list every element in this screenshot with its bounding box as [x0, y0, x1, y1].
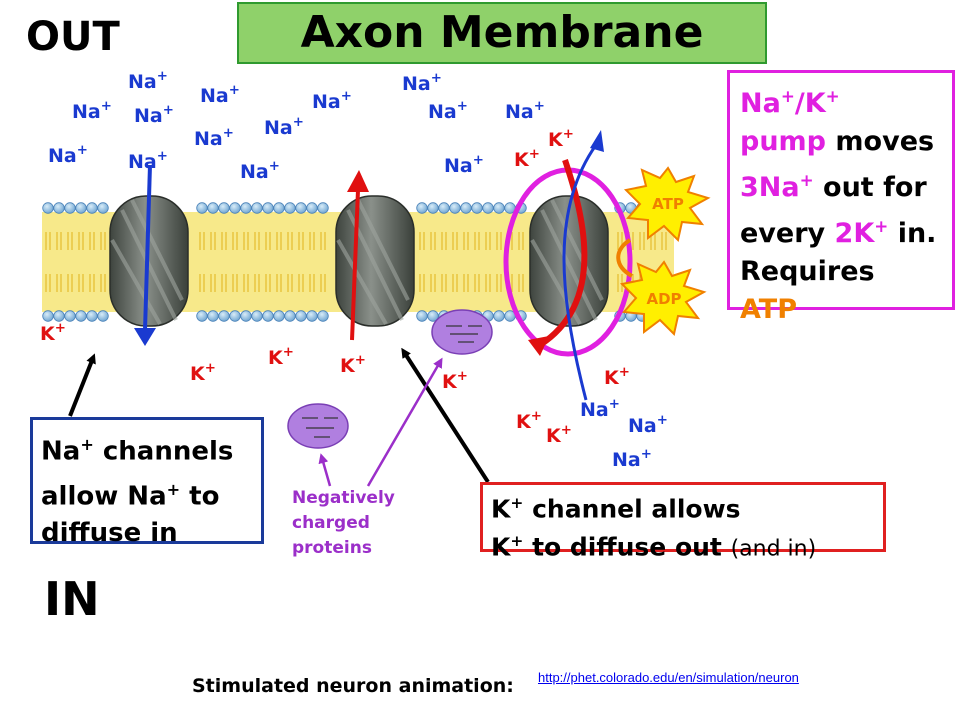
na-box-line-2: allow Na+ to: [41, 479, 220, 512]
sodium-ion-label-3: Na+: [134, 103, 174, 127]
page-title: Axon Membrane: [300, 7, 704, 58]
na-box-line-3: diffuse in: [41, 518, 178, 549]
title-banner: Axon Membrane: [237, 2, 767, 64]
atp-to-adp-arrow: [616, 238, 634, 278]
protein-pointer-arrow-1: [366, 357, 443, 487]
k-box-line-2: K+ to diffuse out (and in): [491, 532, 817, 562]
sodium-ion-label-16: Na+: [628, 413, 668, 437]
potassium-ion-label-25: K+: [604, 365, 630, 389]
potassium-ion-label-20: K+: [40, 321, 66, 345]
potassium-channel-protein: [335, 195, 415, 327]
potassium-ion-label-19: K+: [514, 147, 540, 171]
potassium-ion-label-23: K+: [340, 353, 366, 377]
sodium-ion-label-5: Na+: [312, 89, 352, 113]
adp-label: ADP: [646, 290, 681, 308]
sodium-ion-label-9: Na+: [48, 143, 88, 167]
atp-label: ATP: [652, 195, 684, 213]
potassium-ion-label-24: K+: [442, 369, 468, 393]
pump-sodium-arrow: [562, 130, 604, 401]
outside-label: OUT: [26, 14, 120, 60]
negative-protein-lower: [287, 403, 349, 449]
pump-potassium-arrow: [528, 159, 588, 356]
sodium-ion-label-13: Na+: [240, 159, 280, 183]
sodium-ion-label-4: Na+: [200, 83, 240, 107]
negative-protein-upper: [431, 309, 493, 355]
sodium-ion-label-7: Na+: [428, 99, 468, 123]
negative-proteins-line-1: Negatively: [292, 488, 395, 508]
sodium-ion-label-11: Na+: [264, 115, 304, 139]
k-box-pointer-arrow: [401, 347, 490, 484]
pump-line-6: ATP: [740, 294, 798, 325]
sodium-ion-label-1: Na+: [128, 69, 168, 93]
adp-burst: ADP: [619, 260, 707, 336]
na-box-line-1: Na+ channels: [41, 435, 234, 467]
pump-line-4: every 2K+ in.: [740, 216, 937, 249]
sodium-ion-label-14: Na+: [444, 153, 484, 177]
sodium-ion-label-12: Na+: [128, 149, 168, 173]
sodium-ion-label-6: Na+: [402, 71, 442, 95]
potassium-ion-label-26: K+: [516, 409, 542, 433]
phet-simulation-link[interactable]: http://phet.colorado.edu/en/simulation/n…: [538, 670, 799, 685]
negative-proteins-line-3: proteins: [292, 538, 372, 558]
na-box-pointer-arrow: [68, 353, 96, 417]
k-box-line-1: K+ channel allows: [491, 494, 741, 524]
sodium-ion-label-8: Na+: [505, 99, 545, 123]
negative-proteins-label: Negatively charged proteins: [292, 486, 432, 561]
potassium-ion-label-21: K+: [268, 345, 294, 369]
na-channel-info-box: Na+ channels allow Na+ to diffuse in: [30, 417, 264, 548]
negative-proteins-line-2: charged: [292, 513, 370, 533]
sodium-influx-arrow: [134, 164, 156, 346]
sodium-ion-label-10: Na+: [194, 126, 234, 150]
pump-info-box: Na+/K+ pump moves 3Na+ out for every 2K+…: [727, 70, 955, 325]
potassium-ion-label-18: K+: [548, 127, 574, 151]
sodium-ion-label-2: Na+: [72, 99, 112, 123]
potassium-efflux-arrow: [347, 170, 369, 341]
sodium-ion-label-17: Na+: [612, 447, 652, 471]
pump-line-2: pump moves: [740, 126, 935, 157]
potassium-ion-label-27: K+: [546, 423, 572, 447]
pump-line-1: Na+/K+: [740, 86, 840, 119]
pump-line-3: 3Na+ out for: [740, 170, 927, 203]
sodium-ion-label-15: Na+: [580, 397, 620, 421]
protein-pointer-arrow-2: [318, 453, 332, 487]
sodium-potassium-pump-protein: [529, 195, 609, 327]
k-channel-info-box: K+ channel allows K+ to diffuse out (and…: [480, 482, 886, 562]
atp-burst: ATP: [623, 166, 711, 242]
footer-label: Stimulated neuron animation:: [192, 675, 514, 697]
potassium-ion-label-22: K+: [190, 361, 216, 385]
pump-line-5: Requires: [740, 256, 875, 287]
inside-label: IN: [44, 572, 100, 626]
